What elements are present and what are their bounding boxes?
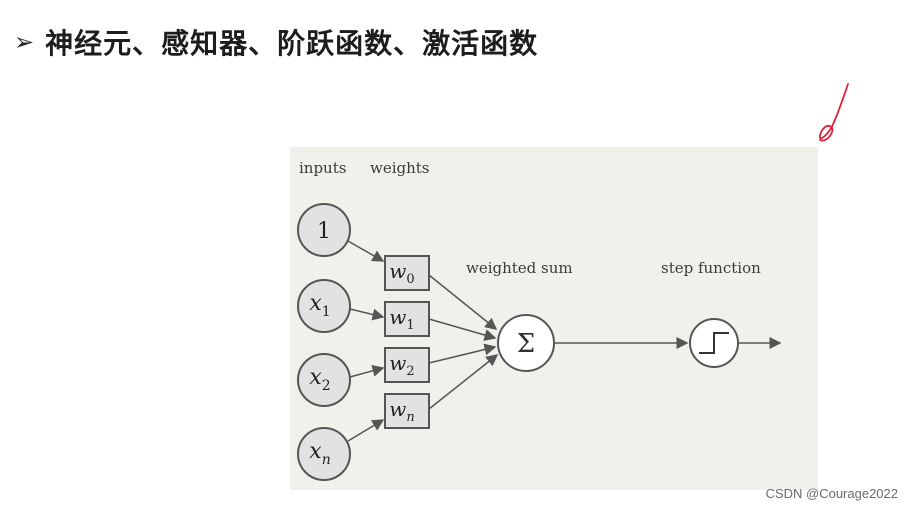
input-node-2: x2	[297, 353, 351, 407]
edge-w1-sum	[428, 318, 497, 341]
input-label-n: x	[309, 439, 322, 464]
svg-text:w1: w1	[389, 305, 414, 333]
perceptron-svg: inputs weights 1 x1 x2 xn w0	[297, 159, 782, 481]
svg-text:xn: xn	[309, 439, 330, 468]
bullet-arrow-icon: ➢	[14, 28, 36, 56]
pen-annotation-icon	[818, 83, 849, 142]
weighted-sum-label: weighted sum	[466, 259, 573, 277]
svg-text:w2: w2	[389, 351, 414, 379]
input-label-2: x	[309, 365, 322, 390]
weight-sub-0: 0	[406, 272, 414, 287]
svg-text:x1: x1	[309, 291, 330, 320]
weight-sub-1: 1	[406, 318, 414, 333]
weight-box-1: w1	[384, 301, 430, 337]
input-label-0: 1	[317, 219, 331, 244]
edge-w2-sum	[428, 343, 497, 364]
input-sub-2: 2	[322, 378, 331, 394]
inputs-header: inputs	[299, 159, 346, 177]
input-node-1: x1	[297, 279, 351, 333]
svg-text:x2: x2	[309, 365, 330, 394]
edge-w0-sum	[428, 274, 498, 330]
weight-box-2: w2	[384, 347, 430, 383]
svg-text:w0: w0	[389, 259, 414, 287]
step-function-icon	[699, 332, 729, 354]
weight-label-2: w	[389, 351, 406, 375]
weights-header: weights	[370, 159, 430, 177]
edge-input1-w1	[349, 308, 385, 321]
slide-title-text: 神经元、感知器、阶跃函数、激活函数	[45, 27, 539, 60]
input-label-1: x	[309, 291, 322, 316]
weight-box-0: w0	[384, 255, 430, 291]
weight-box-n: wn	[384, 393, 430, 429]
watermark: CSDN @Courage2022	[765, 486, 898, 501]
sum-node: Σ	[497, 314, 555, 372]
input-node-n: xn	[297, 427, 351, 481]
step-function-node	[689, 318, 739, 368]
weight-sub-n: n	[406, 410, 414, 425]
edge-inputn-wn	[347, 419, 385, 442]
sigma-icon: Σ	[517, 329, 535, 359]
input-sub-n: n	[322, 452, 331, 468]
svg-text:wn: wn	[389, 397, 415, 425]
weight-sub-2: 2	[406, 364, 414, 379]
weight-label-1: w	[389, 305, 406, 329]
weight-label-n: w	[389, 397, 406, 421]
slide-title: ➢ 神经元、感知器、阶跃函数、激活函数	[14, 22, 538, 62]
step-function-label: step function	[661, 259, 761, 277]
input-node-0: 1	[297, 203, 351, 257]
edge-wn-sum	[428, 354, 499, 410]
perceptron-diagram: inputs weights 1 x1 x2 xn w0	[290, 147, 818, 490]
input-sub-1: 1	[322, 304, 331, 320]
edge-input0-w0	[347, 240, 385, 262]
weight-label-0: w	[389, 259, 406, 283]
edge-input2-w2	[349, 364, 385, 378]
